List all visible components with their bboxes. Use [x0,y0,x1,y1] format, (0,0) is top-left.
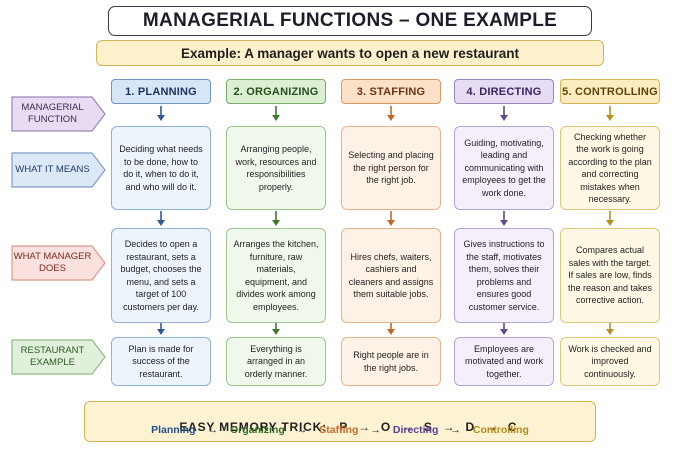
row-label-arrow-shape [11,245,106,281]
cell-example: Everything is arranged in an orderly man… [226,337,326,386]
column-header: 5. CONTROLLING [560,79,660,104]
cell-means: Checking whether the work is going accor… [560,126,660,210]
memory-word: Staffing [319,424,359,436]
cell-does: Decides to open a restaurant, sets a bud… [111,228,211,323]
down-arrow-icon [157,106,165,121]
column-header: 2. ORGANIZING [226,79,326,104]
page-title: MANAGERIAL FUNCTIONS – ONE EXAMPLE [108,6,592,36]
row-label-text: RESTAURANT EXAMPLE [20,345,85,368]
memory-letter: O [380,420,392,434]
cell-example: Work is checked and improved continuousl… [560,337,660,386]
row-label-text: WHAT MANAGER DOES [13,251,92,274]
cell-means: Selecting and placing the right person f… [341,126,441,210]
down-arrow-icon [500,106,508,121]
example-banner: Example: A manager wants to open a new r… [96,40,604,66]
memory-trick-box: EASY MEMORY TRICK: P→O→S→D→C Planning→Or… [84,401,596,442]
down-arrow-icon [387,106,395,121]
row-label-arrow-shape [11,152,106,188]
memory-arrow: → [401,420,414,434]
column-header: 1. PLANNING [111,79,211,104]
cell-does: Gives instructions to the staff, motivat… [454,228,554,323]
memory-letter: S [423,420,433,434]
down-arrow-icon [272,106,280,121]
memory-letter: D [465,420,475,434]
column-header: 3. STAFFING [341,79,441,104]
row-label: RESTAURANT EXAMPLE [11,339,106,375]
cell-does: Hires chefs, waiters, cashiers and clean… [341,228,441,323]
cell-example: Right people are in the right jobs. [341,337,441,386]
memory-trick-acronym: EASY MEMORY TRICK: P→O→S→D→C [85,406,595,448]
down-arrow-icon [157,211,165,226]
cell-means: Arranging people, work, resources and re… [226,126,326,210]
memory-word: Organizing [229,424,285,436]
memory-arrow: → [296,424,308,436]
down-arrow-icon [606,211,614,226]
down-arrow-icon [500,211,508,226]
cell-example: Employees are motivated and work togethe… [454,337,554,386]
row-label-arrow-shape [11,96,106,132]
cell-example: Plan is made for success of the restaura… [111,337,211,386]
memory-arrow: → [370,424,381,436]
cell-means: Deciding what needs to be done, how to d… [111,126,211,210]
memory-arrow: → [484,420,498,434]
memory-arrow: → [358,420,371,434]
memory-letter: C [507,420,518,434]
memory-letter: P [339,420,349,434]
down-arrow-icon [272,211,280,226]
cell-means: Guiding, motivating, leading and communi… [454,126,554,210]
memory-word: Directing [392,424,439,436]
memory-word: Controlling [472,424,529,436]
memory-trick-words: Planning → Organizing → Staffing → Directing → C… [85,424,595,436]
memory-arrow: → [450,424,461,436]
row-label-text: MANAGERIAL FUNCTION [21,102,84,125]
row-label-arrow-shape [11,339,106,375]
row-label: WHAT IT MEANS [11,152,106,188]
memory-arrow: → [207,424,218,436]
memory-arrow: → [442,420,456,434]
row-label-text: WHAT IT MEANS [15,164,90,175]
memory-word: Planning [151,424,196,436]
column-header: 4. DIRECTING [454,79,554,104]
cell-does: Compares actual sales with the target. I… [560,228,660,323]
row-label: WHAT MANAGER DOES [11,245,106,281]
memory-trick-lead: EASY MEMORY TRICK: [179,420,327,434]
down-arrow-icon [387,211,395,226]
cell-does: Arranges the kitchen, furniture, raw mat… [226,228,326,323]
down-arrow-icon [606,106,614,121]
row-label: MANAGERIAL FUNCTION [11,96,106,132]
